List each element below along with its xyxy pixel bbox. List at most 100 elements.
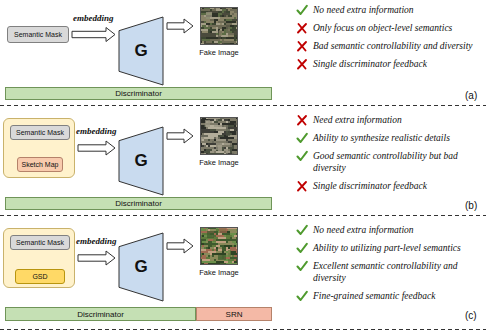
photo-texel	[208, 137, 210, 139]
photo-texel	[226, 15, 228, 17]
photo-texel	[220, 9, 222, 11]
photo-texel	[232, 13, 234, 15]
photo-texel	[232, 149, 234, 151]
photo-texel	[204, 25, 206, 27]
photo-texel	[208, 33, 210, 35]
photo-texel	[232, 243, 234, 245]
generator-label: G	[118, 126, 164, 196]
photo-texel	[232, 125, 234, 127]
photo-texel	[214, 143, 216, 145]
photo-texel	[222, 21, 224, 23]
photo-texel	[210, 249, 212, 251]
photo-texel	[222, 253, 224, 255]
photo-texel	[204, 127, 206, 129]
photo-texel	[208, 27, 210, 29]
photo-texel	[234, 39, 236, 41]
photo-texel	[228, 233, 230, 235]
checklist-text: Excellent semantic controllability and d…	[313, 260, 483, 284]
photo-texel	[202, 119, 204, 121]
photo-texel	[204, 19, 206, 21]
photo-texel	[204, 151, 206, 153]
photo-texel	[210, 253, 212, 255]
photo-texel	[218, 27, 220, 29]
photo-texel	[232, 147, 234, 149]
photo-texel	[232, 139, 234, 141]
photo-texel	[216, 243, 218, 245]
photo-texel	[234, 131, 236, 133]
photo-texel	[226, 17, 228, 19]
photo-texel	[212, 121, 214, 123]
photo-texel	[226, 123, 228, 125]
photo-texel	[212, 23, 214, 25]
input-box: Semantic Mask	[7, 26, 69, 43]
checklist: No need extra informationAbility to util…	[296, 224, 483, 308]
photo-texel	[232, 25, 234, 27]
photo-texel	[224, 39, 226, 41]
photo-texel	[228, 261, 230, 263]
photo-texel	[206, 141, 208, 143]
photo-texel	[216, 235, 218, 237]
photo-texel	[232, 131, 234, 133]
photo-texel	[220, 17, 222, 19]
box-label: SRN	[226, 310, 243, 319]
trapezoid-shape	[119, 127, 163, 195]
photo-texel	[210, 131, 212, 133]
photo-texel	[234, 231, 236, 233]
photo-texel	[228, 241, 230, 243]
photo-texel	[220, 39, 222, 41]
fake-image-photo	[200, 227, 238, 265]
check-stroke	[298, 244, 307, 252]
photo-texel	[212, 9, 214, 11]
photo-texel	[210, 147, 212, 149]
photo-texel	[226, 247, 228, 249]
photo-texel	[222, 11, 224, 13]
photo-texel	[206, 9, 208, 11]
checklist: No need extra informationOnly focus on o…	[296, 4, 483, 76]
photo-texel	[228, 137, 230, 139]
photo-texel	[212, 251, 214, 253]
fake-image-photo	[200, 117, 238, 155]
photo-texel	[234, 123, 236, 125]
photo-texel	[208, 129, 210, 131]
photo-texel	[212, 257, 214, 259]
generator-trapezoid: G	[118, 232, 164, 302]
photo-texel	[226, 149, 228, 151]
photo-texel	[230, 127, 232, 129]
photo-texel	[228, 151, 230, 153]
photo-texel	[232, 39, 234, 41]
photo-texel	[206, 253, 208, 255]
photo-texel	[224, 135, 226, 137]
photo-texel	[210, 39, 212, 41]
photo-texel	[220, 239, 222, 241]
photo-texel	[220, 129, 222, 131]
input-box: Semantic Mask	[10, 125, 70, 140]
photo-texel	[214, 29, 216, 31]
checklist-row: No need extra information	[296, 224, 483, 236]
photo-texel	[210, 23, 212, 25]
photo-texel	[202, 127, 204, 129]
photo-patch	[228, 250, 231, 257]
photo-texel	[214, 9, 216, 11]
photo-texel	[208, 25, 210, 27]
photo-texel	[222, 119, 224, 121]
photo-texel	[208, 21, 210, 23]
photo-texel	[202, 123, 204, 125]
photo-texel	[202, 235, 204, 237]
photo-texel	[230, 19, 232, 21]
photo-texel	[212, 21, 214, 23]
photo-texel	[232, 27, 234, 29]
photo-texel	[222, 25, 224, 27]
photo-texel	[212, 39, 214, 41]
photo-texel	[202, 13, 204, 15]
input-box: GSD	[15, 269, 65, 284]
photo-texel	[224, 31, 226, 33]
photo-texel	[204, 23, 206, 25]
photo-texel	[218, 245, 220, 247]
check-mark	[296, 132, 308, 144]
photo-texel	[232, 15, 234, 17]
cross-mark	[296, 180, 308, 192]
hollow-arrow	[167, 19, 193, 33]
dashed-separator	[0, 329, 486, 330]
photo-texel	[202, 15, 204, 17]
photo-texel	[222, 125, 224, 127]
